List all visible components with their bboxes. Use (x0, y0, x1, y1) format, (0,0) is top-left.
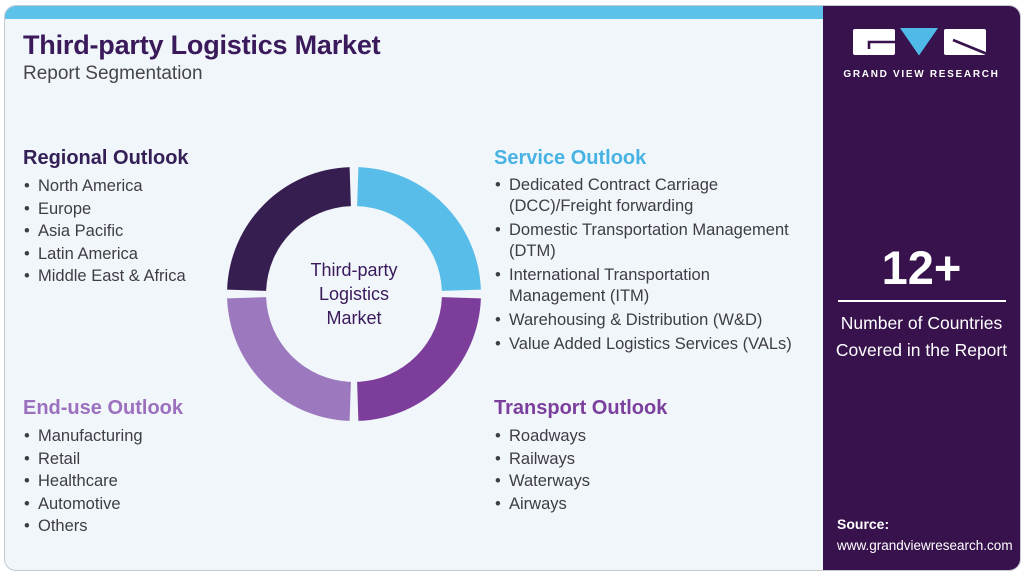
list-item: Automotive (23, 493, 323, 516)
section-service-outlook: Service Outlook Dedicated Contract Carri… (494, 147, 792, 358)
section-regional-outlook: Regional Outlook North America Europe As… (23, 147, 323, 288)
donut-segment-enduse (227, 297, 351, 421)
list-item: Manufacturing (23, 425, 323, 448)
stat-divider (837, 300, 1006, 302)
list-item: Warehousing & Distribution (W&D) (494, 310, 792, 331)
list-item: Railways (494, 448, 794, 471)
infographic-card: Third-party Logistics Market Report Segm… (4, 5, 1021, 571)
section-enduse-outlook: End-use Outlook Manufacturing Retail Hea… (23, 397, 323, 538)
list-item: Roadways (494, 425, 794, 448)
list-item: Asia Pacific (23, 220, 323, 243)
page-subtitle: Report Segmentation (23, 63, 203, 84)
list-item: North America (23, 175, 323, 198)
list-item: Value Added Logistics Services (VALs) (494, 334, 792, 355)
list-item: Europe (23, 198, 323, 221)
donut-segment-regional (227, 167, 351, 291)
top-accent-bar (5, 6, 825, 19)
brand-logo-text: GRAND VIEW RESEARCH (843, 69, 1000, 80)
list-item: Latin America (23, 243, 323, 266)
source-block: Source: www.grandviewresearch.com (837, 514, 1013, 556)
service-outlook-list: Dedicated Contract Carriage (DCC)/Freigh… (494, 175, 792, 355)
sidebar: GRAND VIEW RESEARCH 12+ Number of Countr… (823, 6, 1020, 570)
section-transport-outlook: Transport Outlook Roadways Railways Wate… (494, 397, 794, 515)
donut-center-label: Third-party Logistics Market (310, 260, 398, 328)
list-item: Middle East & Africa (23, 265, 323, 288)
list-item: Airways (494, 493, 794, 516)
list-item: International Transportation Management … (494, 265, 792, 307)
source-label: Source: (837, 516, 890, 532)
transport-outlook-list: Roadways Railways Waterways Airways (494, 425, 794, 515)
donut-chart: Third-party Logistics Market (224, 164, 484, 424)
list-item: Domestic Transportation Management (DTM) (494, 220, 792, 262)
source-url: www.grandviewresearch.com (837, 538, 1013, 553)
enduse-outlook-heading: End-use Outlook (23, 397, 183, 419)
list-item: Healthcare (23, 470, 323, 493)
countries-stat-value: 12+ (881, 241, 962, 294)
donut-segment-service (357, 167, 481, 291)
donut-segment-transport (357, 297, 481, 421)
list-item: Retail (23, 448, 323, 471)
main-panel: Third-party Logistics Market Report Segm… (5, 6, 823, 570)
gvr-logo-icon (852, 28, 986, 56)
list-item: Waterways (494, 470, 794, 493)
page-title: Third-party Logistics Market (23, 30, 381, 60)
brand-logo: GRAND VIEW RESEARCH (823, 26, 1020, 80)
regional-outlook-list: North America Europe Asia Pacific Latin … (23, 175, 323, 288)
enduse-outlook-list: Manufacturing Retail Healthcare Automoti… (23, 425, 323, 538)
service-outlook-heading: Service Outlook (494, 147, 647, 169)
regional-outlook-heading: Regional Outlook (23, 147, 189, 169)
transport-outlook-heading: Transport Outlook (494, 397, 668, 419)
list-item: Others (23, 515, 323, 538)
donut-chart-svg (227, 167, 481, 421)
list-item: Dedicated Contract Carriage (DCC)/Freigh… (494, 175, 792, 217)
countries-stat: 12+ Number of Countries Covered in the R… (823, 242, 1020, 363)
countries-stat-caption: Number of Countries Covered in the Repor… (835, 313, 1008, 360)
